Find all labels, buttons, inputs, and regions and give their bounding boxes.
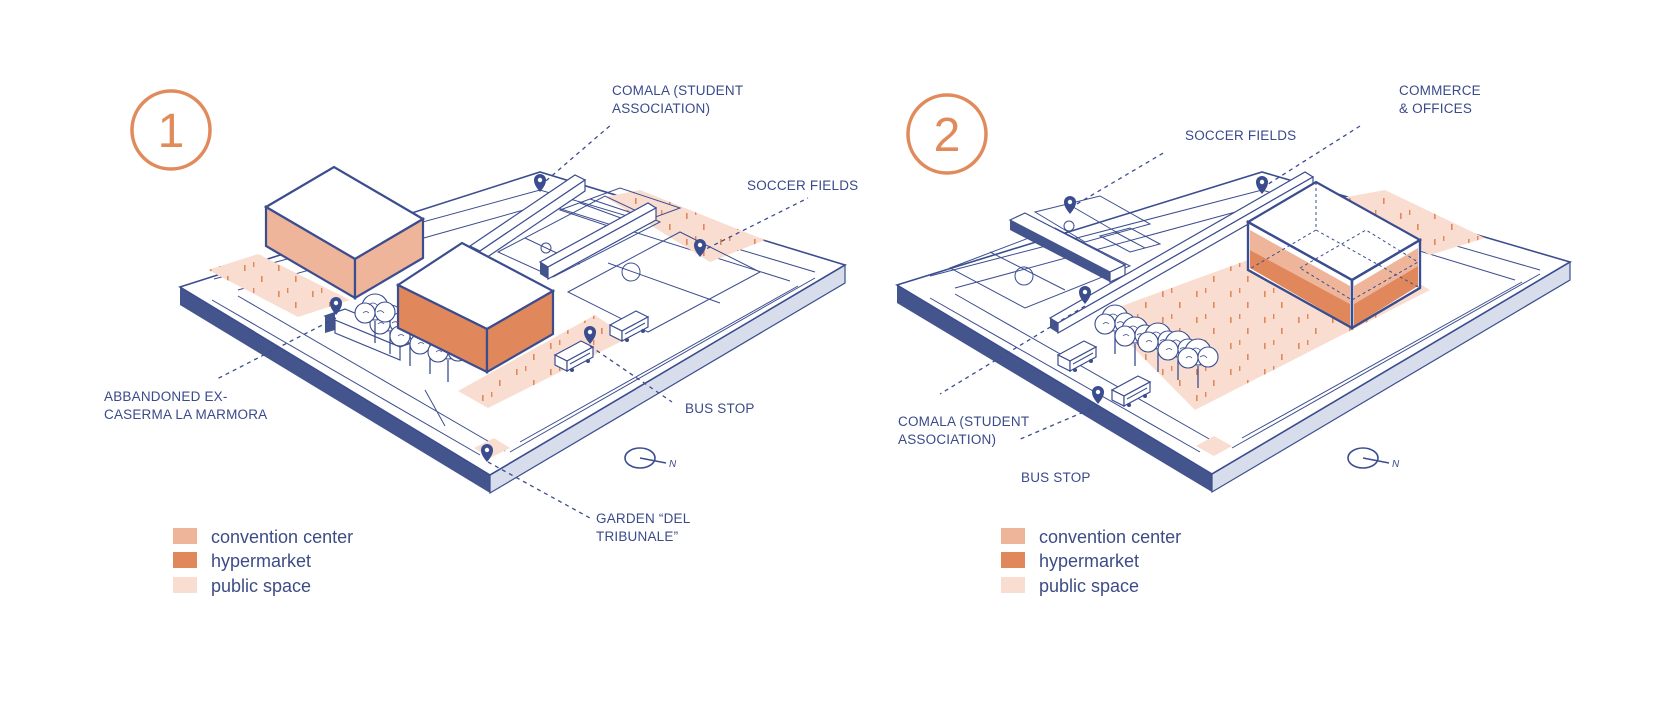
label-commerce-2-line1: COMMERCE [1399, 83, 1481, 98]
commerce-offices-building-2 [1245, 180, 1423, 330]
leader-lines-1 [214, 123, 809, 519]
scenario-2-diagram: 2 [895, 83, 1572, 596]
legend-2-label-convention-center: convention center [1039, 527, 1181, 547]
label-comala-1-line1: COMALA (STUDENT [612, 83, 743, 98]
label-soccer-2: SOCCER FIELDS [1185, 128, 1296, 143]
north-label-1: N [669, 459, 677, 470]
legend-1-swatch-public-space [173, 577, 197, 593]
scenario-2-number: 2 [934, 109, 961, 162]
leader-lines-2 [939, 125, 1361, 441]
label-garden-1-line1: GARDEN “DEL [596, 511, 691, 526]
scenario-1-diagram: 1 [104, 83, 858, 596]
scenario-2-number-circle [906, 93, 988, 175]
sports-building-2 [1008, 212, 1127, 283]
legend-2: convention center hypermarket public spa… [1001, 527, 1181, 596]
scenario-1-number: 1 [158, 105, 185, 158]
label-bus-stop-1: BUS STOP [685, 401, 755, 416]
comala-annex-1 [538, 202, 658, 281]
legend-1-swatch-convention-center [173, 528, 197, 544]
label-abandoned-1-line1: ABBANDONED EX- [104, 389, 228, 404]
public-space-1a-people [208, 254, 350, 317]
label-soccer-1: SOCCER FIELDS [747, 178, 858, 193]
legend-2-swatch-hypermarket [1001, 552, 1025, 568]
label-abandoned-1-line2: CASERMA LA MARMORA [104, 407, 267, 422]
legend-1-label-hypermarket: hypermarket [211, 551, 311, 571]
north-arrow-1: N [624, 447, 677, 470]
legend-1-swatch-hypermarket [173, 552, 197, 568]
scenario-1-number-circle [130, 89, 212, 171]
public-space-2b-people [1330, 190, 1485, 255]
legend-2-label-public-space: public space [1039, 576, 1139, 596]
legend-1: convention center hypermarket public spa… [173, 527, 353, 596]
north-arrow-2: N [1347, 447, 1400, 470]
legend-2-swatch-public-space [1001, 577, 1025, 593]
legend-2-swatch-convention-center [1001, 528, 1025, 544]
comala-building-2 [1048, 171, 1315, 335]
public-space-1b-people [458, 315, 628, 408]
label-commerce-2-line2: & OFFICES [1399, 101, 1472, 116]
label-comala-2-line1: COMALA (STUDENT [898, 414, 1029, 429]
label-comala-1-line2: ASSOCIATION) [612, 101, 710, 116]
hypermarket-building-1 [395, 241, 556, 374]
legend-2-label-hypermarket: hypermarket [1039, 551, 1139, 571]
label-garden-1-line2: TRIBUNALE” [596, 529, 678, 544]
convention-center-building-1 [263, 165, 426, 300]
public-space-2c [1196, 436, 1232, 456]
pin-soccer-2 [1064, 196, 1076, 214]
north-label-2: N [1392, 459, 1400, 470]
soccer-fields-2 [948, 195, 1162, 309]
legend-1-label-convention-center: convention center [211, 527, 353, 547]
label-bus-stop-2: BUS STOP [1021, 470, 1091, 485]
label-comala-2-line2: ASSOCIATION) [898, 432, 996, 447]
legend-1-label-public-space: public space [211, 576, 311, 596]
